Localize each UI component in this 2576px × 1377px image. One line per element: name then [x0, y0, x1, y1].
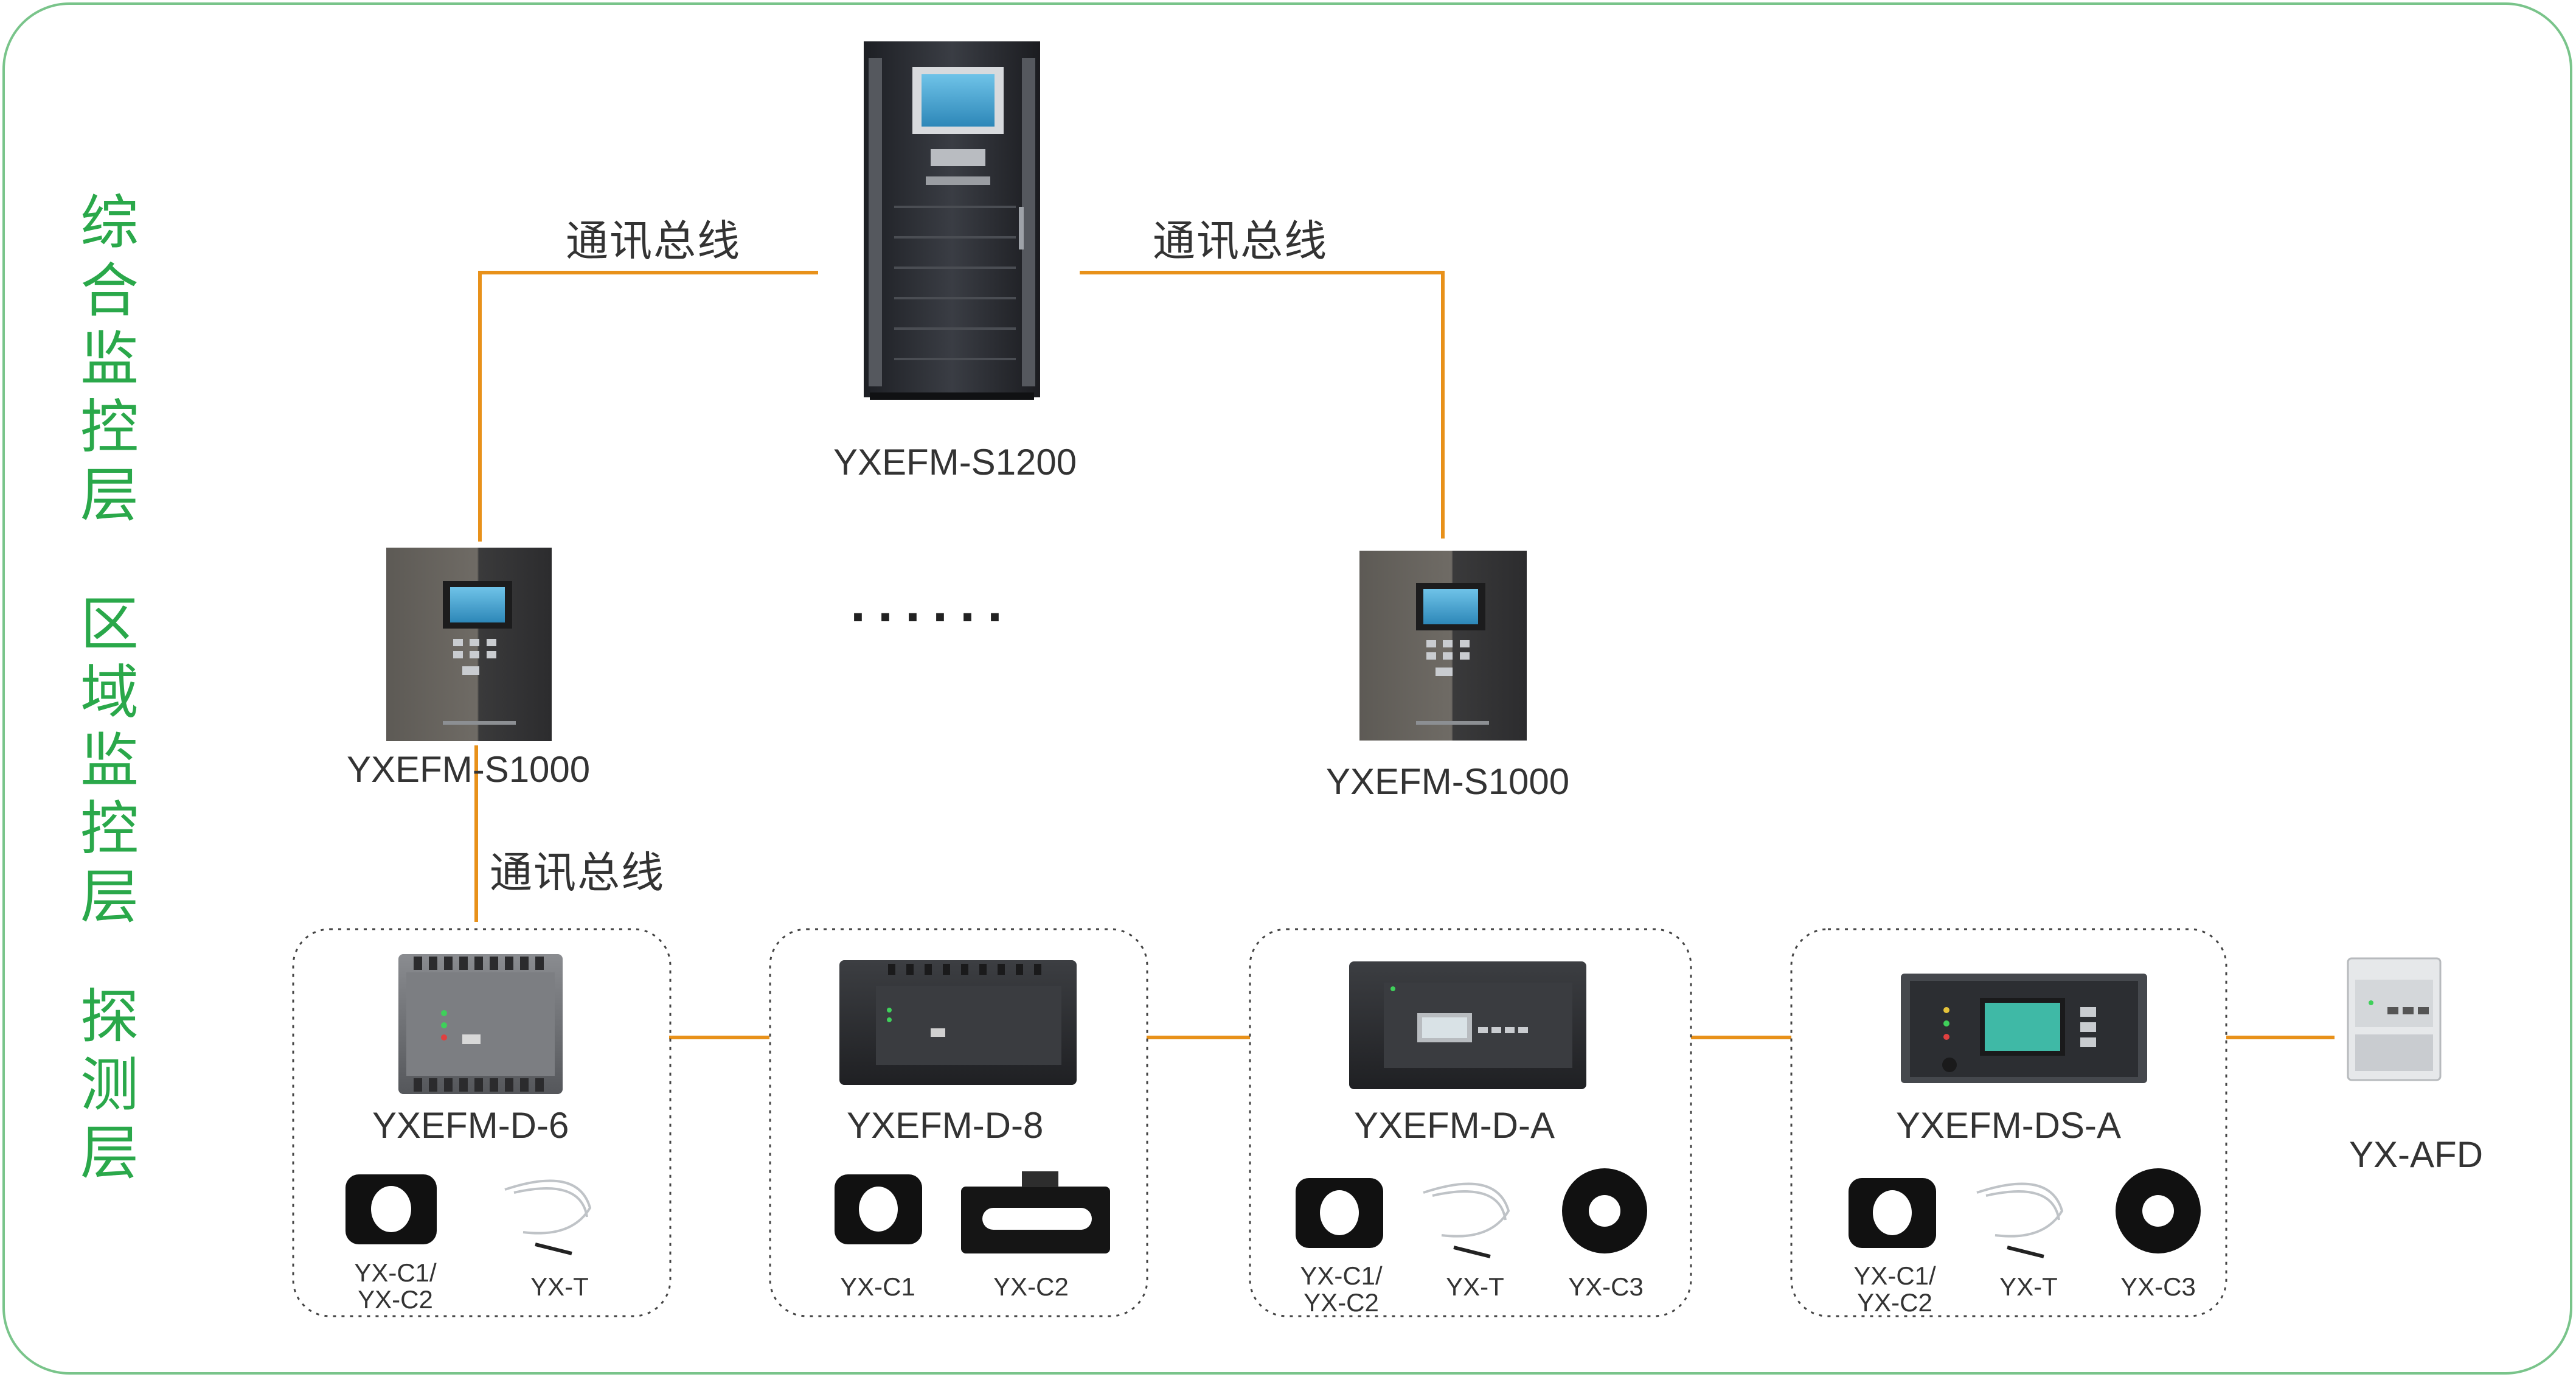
sensor-label-g2-c2: YX-C2	[993, 1272, 1069, 1301]
sensor-label-g3-c3: YX-C3	[1568, 1272, 1644, 1301]
detector-d6-image	[398, 954, 563, 1094]
sensor-label-g4-c3: YX-C3	[2120, 1272, 2196, 1301]
detector-da-label: YXEFM-D-A	[1354, 1105, 1555, 1146]
bus-label-top-right: 通讯总线	[1153, 216, 1328, 266]
more-controllers-ellipsis: ......	[850, 573, 1015, 633]
host-model-label: YXEFM-S1200	[833, 442, 1077, 483]
regional-right-model-label: YXEFM-S1000	[1326, 761, 1570, 802]
detection-groups	[292, 928, 2227, 1317]
regional-controller-left-image	[386, 548, 552, 741]
detector-da-image	[1349, 961, 1586, 1089]
detector-d8-image	[839, 960, 1077, 1085]
sensor-label-g1-t: YX-T	[530, 1272, 589, 1301]
sensor-label-g3-t: YX-T	[1446, 1272, 1504, 1301]
temperature-probe-tips	[535, 1243, 2044, 1258]
yx-c2-sensor-image	[961, 1171, 1110, 1253]
sensor-label-g2-c1: YX-C1	[840, 1272, 915, 1301]
sensor-label-g1-ct: YX-C1/ YX-C2	[354, 1258, 437, 1314]
regional-controller-right-image	[1359, 551, 1527, 741]
sensor-label-g4-t: YX-T	[1999, 1272, 2058, 1301]
layer-detection: 探测层	[80, 983, 139, 1187]
bus-label-top-left: 通讯总线	[566, 216, 741, 266]
sensor-label-g4-ct: YX-C1/ YX-C2	[1853, 1261, 1936, 1317]
regional-left-model-label: YXEFM-S1000	[347, 749, 591, 790]
afd-label: YX-AFD	[2349, 1134, 2484, 1175]
afd-image	[2347, 957, 2442, 1081]
host-cabinet-image	[864, 41, 1040, 400]
detector-dsa-label: YXEFM-DS-A	[1896, 1105, 2122, 1146]
bus-lines	[474, 271, 2335, 1039]
bus-label-regional: 通讯总线	[490, 848, 665, 898]
detector-d8-label: YXEFM-D-8	[847, 1105, 1044, 1146]
sensor-label-g3-ct: YX-C1/ YX-C2	[1300, 1261, 1383, 1317]
layer-regional-monitoring: 区域监控层	[80, 590, 139, 931]
ct-sensors	[345, 1168, 2201, 1253]
detector-dsa-image	[1901, 974, 2147, 1083]
temperature-probes	[504, 1179, 2064, 1238]
detector-d6-label: YXEFM-D-6	[372, 1105, 569, 1146]
layer-integrated-monitoring: 综合监控层	[80, 189, 139, 529]
